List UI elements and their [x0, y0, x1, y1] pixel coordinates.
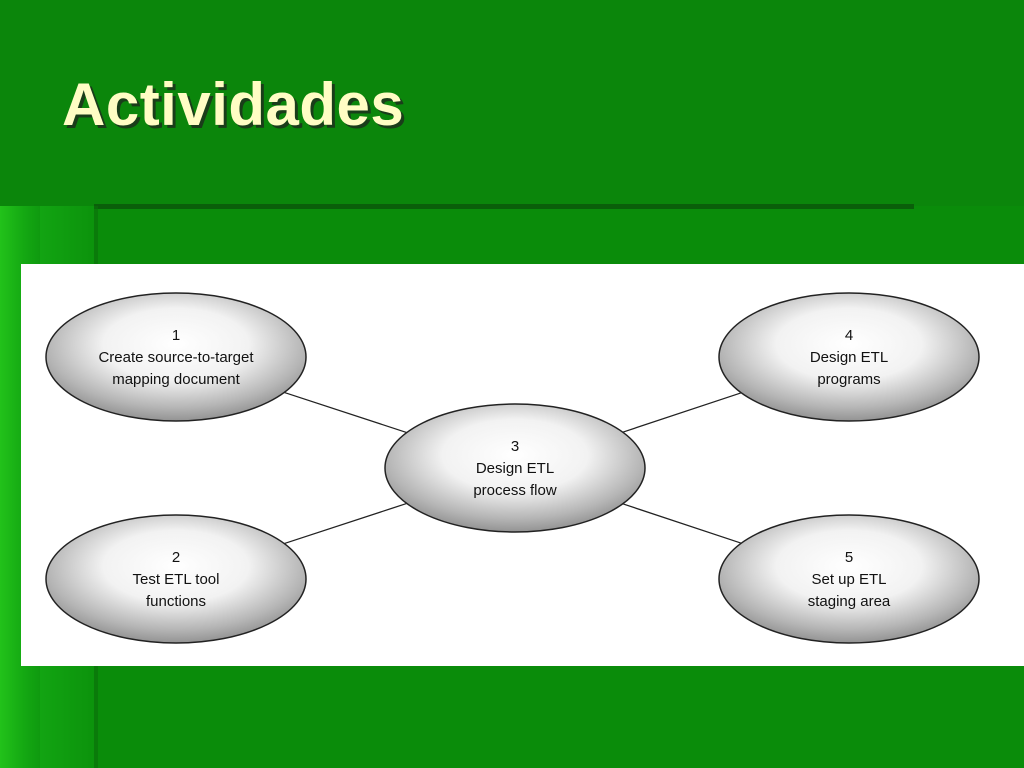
- edge-n5-n3: [622, 503, 742, 544]
- edge-n2-n3: [284, 502, 407, 545]
- slide-header-background: [0, 0, 1024, 206]
- node-label-line: Create source-to-target: [98, 349, 254, 366]
- node-label-line: mapping document: [112, 371, 240, 388]
- node-label-line: Set up ETL: [811, 571, 886, 588]
- node-number: 1: [172, 327, 180, 344]
- node-ellipse: [384, 403, 646, 533]
- diagram-edges: [284, 391, 742, 545]
- node-ellipse: [718, 514, 980, 644]
- edge-n1-n3: [284, 391, 407, 434]
- edge-n4-n3: [622, 392, 742, 433]
- node-label-line: Design ETL: [810, 349, 888, 366]
- node-label-line: staging area: [808, 593, 891, 610]
- node-number: 4: [845, 327, 853, 344]
- node-number: 3: [511, 438, 519, 455]
- horizontal-rule: [94, 204, 914, 209]
- node-ellipse: [45, 292, 307, 422]
- node-number: 2: [172, 549, 180, 566]
- node-ellipse: [718, 292, 980, 422]
- node-label-line: functions: [146, 593, 206, 610]
- node-ellipse: [45, 514, 307, 644]
- node-label-line: programs: [817, 371, 880, 388]
- node-number: 5: [845, 549, 853, 566]
- node-label-line: Test ETL tool: [133, 571, 220, 588]
- node-label-line: Design ETL: [476, 460, 554, 477]
- slide-title: Actividades: [62, 71, 405, 138]
- node-label-line: process flow: [473, 482, 557, 499]
